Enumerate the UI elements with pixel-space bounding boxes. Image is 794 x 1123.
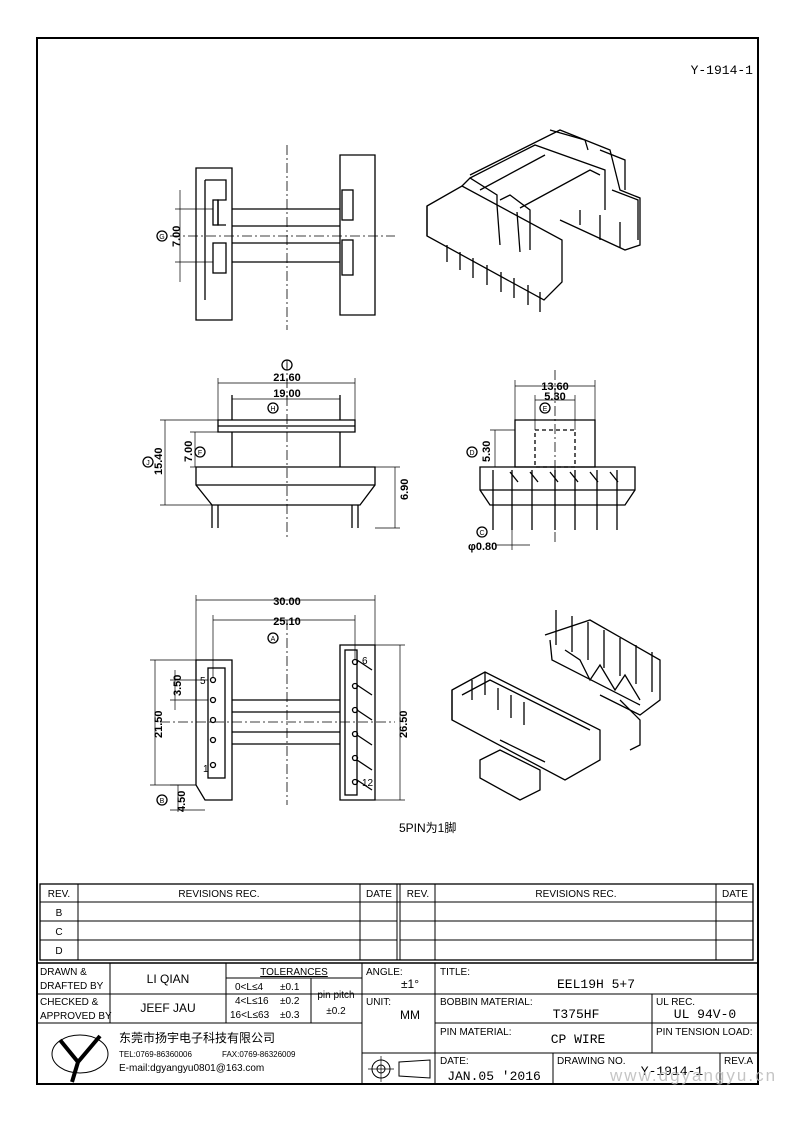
pin-pitch-tol: ±0.2 — [326, 1006, 346, 1017]
title-block — [36, 962, 759, 1085]
company-tel: TEL:0769-86360006 — [119, 1050, 193, 1059]
checked-label-2: APPROVED BY — [40, 1011, 112, 1022]
drawing-no-value: Y-1914-1 — [641, 1064, 704, 1079]
dim-i-value: 21.60 — [273, 372, 301, 384]
ul-label: UL REC. — [656, 997, 695, 1008]
dim-e-value: 5.30 — [544, 391, 565, 403]
checked-label-1: CHECKED & — [40, 997, 99, 1008]
rev-header-left: REV. — [48, 889, 70, 900]
label-b: B — [160, 798, 165, 805]
ul-value: UL 94V-0 — [674, 1007, 736, 1022]
bottom-view — [150, 595, 405, 812]
dim-f-value: 7.00 — [183, 441, 195, 462]
top-view — [156, 145, 395, 330]
title-label: TITLE: — [440, 967, 470, 978]
label-c: C — [479, 530, 484, 537]
drawing-no-label: DRAWING NO. — [557, 1056, 626, 1067]
dim-height-value: 21.50 — [153, 710, 165, 738]
dim-overall-value: 30.00 — [273, 596, 301, 608]
rev-header-right: REV. — [407, 889, 429, 900]
drawn-by-name: LI QIAN — [147, 972, 190, 986]
angle-value: ±1° — [401, 977, 419, 991]
tol-range-3: 16<L≤63 — [230, 1010, 270, 1021]
pin-material-value: CP WIRE — [551, 1032, 606, 1047]
angle-label: ANGLE: — [366, 967, 403, 978]
watermark: www.dgyangyu.cn — [609, 1066, 777, 1085]
title-value: EEL19H 5+7 — [557, 977, 635, 992]
label-a: A — [271, 636, 276, 643]
pin-material-label: PIN MATERIAL: — [440, 1027, 512, 1038]
company-logo — [51, 1034, 109, 1074]
pin-pitch-label: pin pitch — [317, 990, 354, 1001]
label-g: G — [159, 234, 164, 241]
date-header-right: DATE — [722, 889, 748, 900]
bobbin-material-label: BOBBIN MATERIAL: — [440, 997, 533, 1008]
pin-number-12: 12 — [362, 778, 374, 789]
company-name: 东莞市扬宇电子科技有限公司 — [119, 1030, 275, 1045]
date-value: JAN.05 '2016 — [447, 1069, 541, 1084]
dim-base-value: 6.90 — [399, 479, 411, 500]
date-header-left: DATE — [366, 889, 392, 900]
dim-pin-value: φ0.80 — [468, 541, 497, 553]
rec-header-right: REVISIONS REC. — [535, 889, 616, 900]
pin-number-5: 5 — [200, 676, 206, 687]
iso-view-bottom — [451, 610, 661, 801]
dim-g-value: 7.00 — [171, 226, 183, 247]
drawing-id-header: Y-1914-1 — [691, 63, 754, 78]
dim-width-value: 13.60 — [541, 381, 569, 393]
rev-row-d: D — [55, 946, 62, 957]
unit-value: MM — [400, 1008, 420, 1022]
dim-b-value: 4.50 — [176, 791, 188, 812]
company-email: E-mail:dgyangyu0801@163.com — [119, 1063, 264, 1074]
tolerances-title: TOLERANCES — [260, 967, 328, 978]
label-d: D — [469, 450, 474, 457]
pin-number-1: 1 — [203, 764, 209, 775]
iso-view-top — [426, 129, 641, 312]
date-label: DATE: — [440, 1056, 469, 1067]
bobbin-material-value: T375HF — [553, 1007, 600, 1022]
label-i: I — [286, 363, 288, 370]
dim-d-value: 5.30 — [481, 441, 493, 462]
checked-by-name: JEEF JAU — [140, 1001, 195, 1015]
dim-total-value: 26.50 — [398, 710, 410, 738]
pin-number-6: 6 — [362, 656, 368, 667]
revision-table — [39, 883, 754, 961]
rev-label: REV.A — [724, 1056, 753, 1067]
tol-value-3: ±0.3 — [280, 1010, 300, 1021]
tol-range-1: 0<L≤4 — [235, 982, 263, 993]
dim-h-value: 19.00 — [273, 388, 301, 400]
label-e: E — [543, 406, 548, 413]
label-f: F — [198, 450, 202, 457]
drawn-label-1: DRAWN & — [40, 967, 87, 978]
side-view — [466, 370, 636, 550]
tol-range-2: 4<L≤16 — [235, 996, 269, 1007]
dim-a-value: 25.10 — [273, 616, 301, 628]
pin-note: 5PIN为1脚 — [399, 820, 456, 835]
rec-header-left: REVISIONS REC. — [178, 889, 259, 900]
tol-value-2: ±0.2 — [280, 996, 300, 1007]
unit-label: UNIT: — [366, 997, 391, 1008]
drawn-label-2: DRAFTED BY — [40, 981, 104, 992]
rev-row-b: B — [56, 908, 63, 919]
label-j: J — [146, 460, 150, 467]
front-view — [142, 359, 400, 540]
tol-value-1: ±0.1 — [280, 982, 300, 993]
dim-j-value: 15.40 — [153, 447, 165, 475]
pin-tension-label: PIN TENSION LOAD: — [656, 1027, 753, 1038]
label-h: H — [270, 406, 275, 413]
company-fax: FAX:0769-86326009 — [222, 1050, 296, 1059]
rev-row-c: C — [55, 927, 62, 938]
dim-pitch-value: 3.50 — [172, 675, 184, 696]
